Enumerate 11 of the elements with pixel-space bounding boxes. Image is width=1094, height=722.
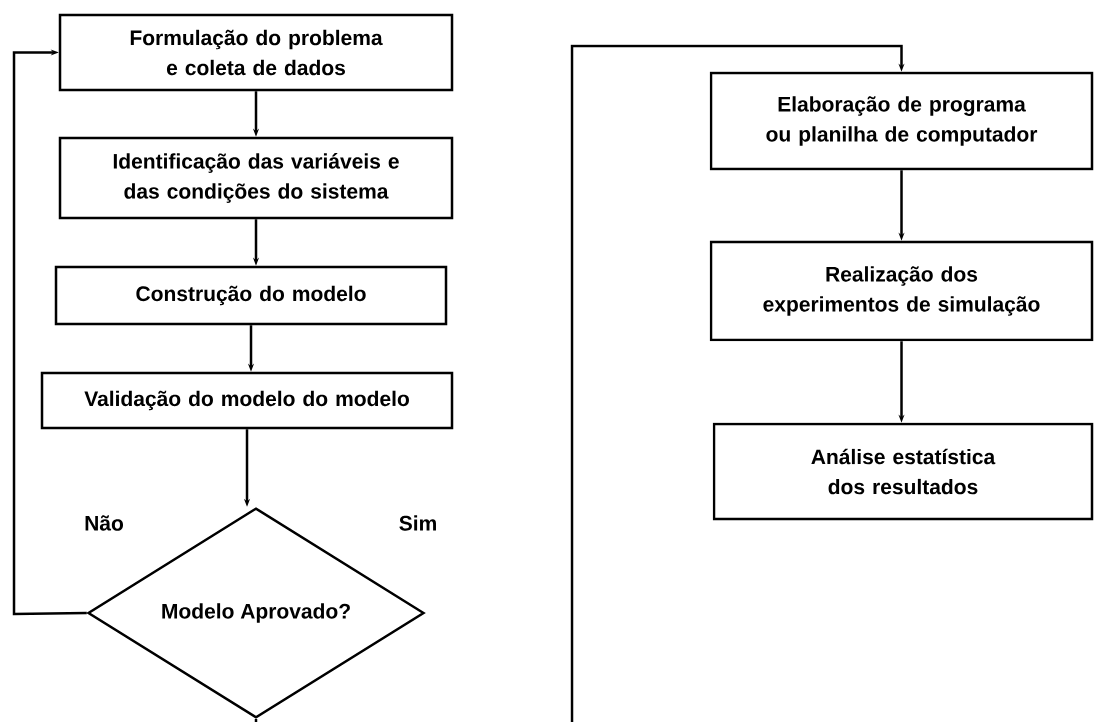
process-box: Validação do modelo do modelo	[40, 371, 454, 430]
process-box: Construção do modelo	[54, 265, 448, 326]
process-box: Elaboração de programa ou planilha de computador	[709, 71, 1094, 171]
process-box: Análise estatística dos resultados	[712, 422, 1094, 521]
arrow	[570, 44, 905, 722]
process-box: Identificação das variáveis e das condições do sistema	[58, 136, 454, 220]
arrow	[12, 49, 87, 616]
branch-label: Não	[85, 515, 124, 531]
process-box: Realização dos experimentos de simulação	[709, 240, 1094, 342]
process-box: Formulação do problema e coleta de dados	[58, 13, 454, 92]
branch-label: Sim	[399, 515, 436, 531]
